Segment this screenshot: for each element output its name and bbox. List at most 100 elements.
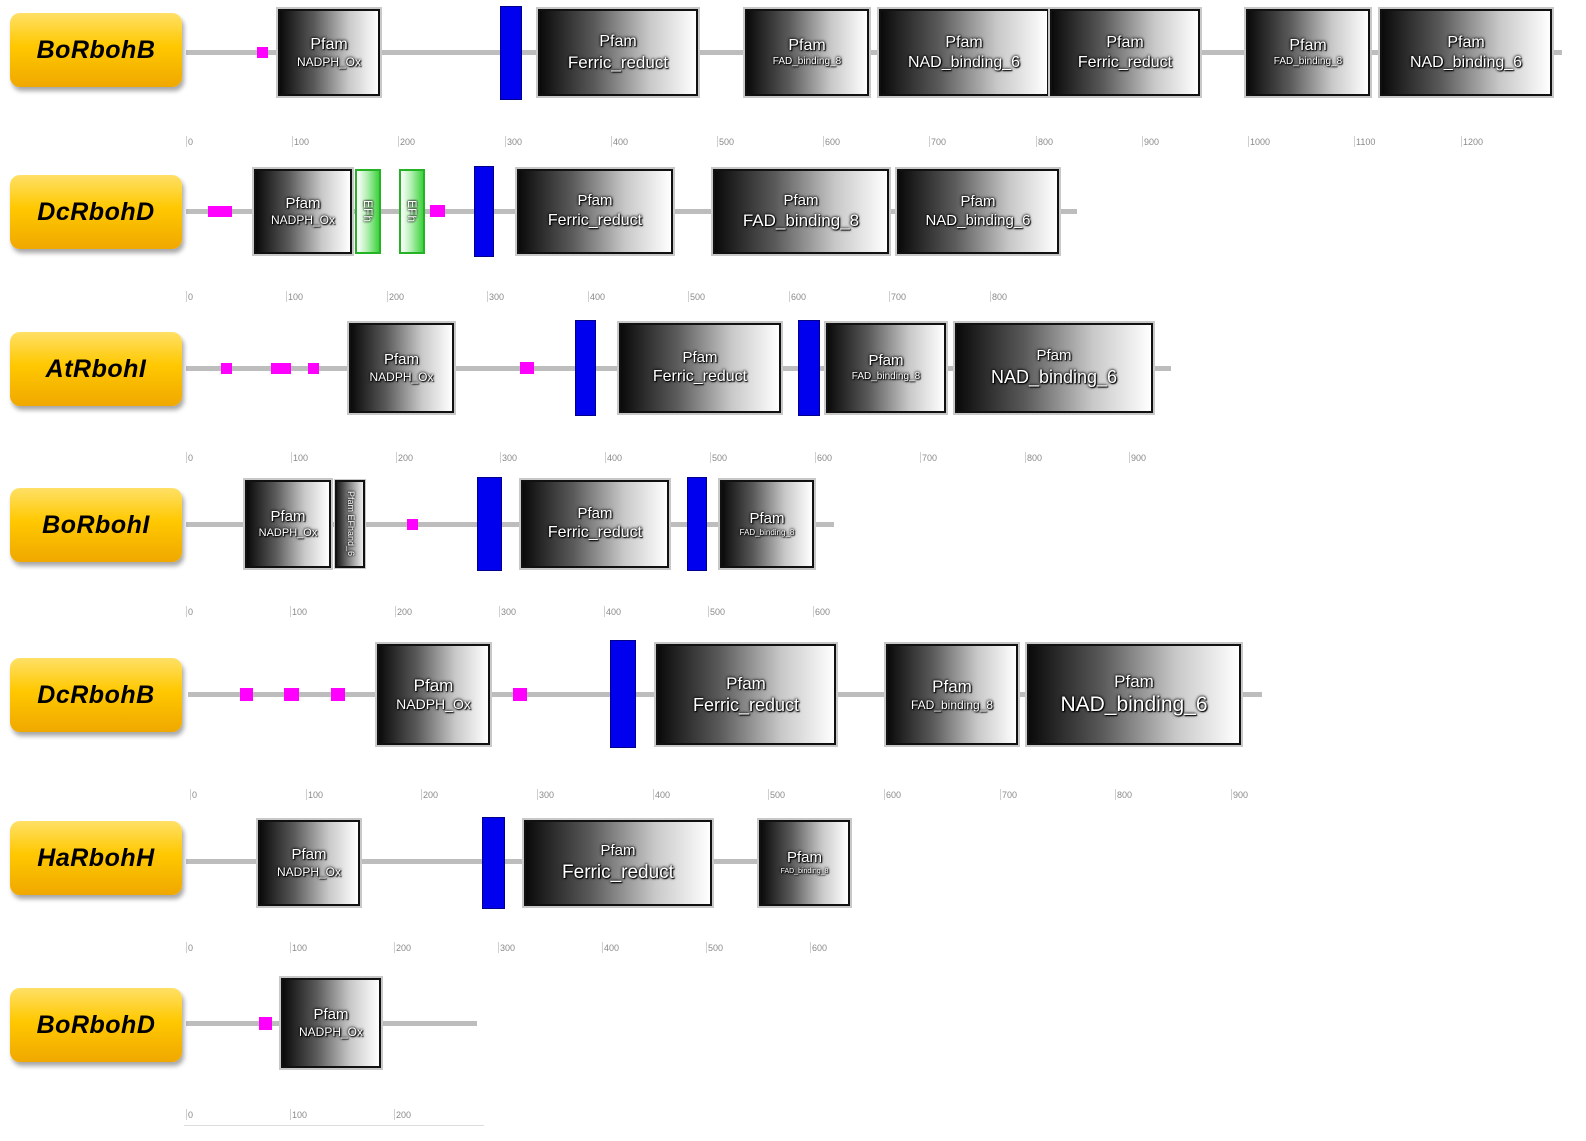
ruler-tick: 400 — [604, 606, 622, 617]
domain-name: NADPH_Ox — [298, 1024, 363, 1039]
domain-name: FAD_binding_8 — [742, 211, 860, 231]
ruler-tick: 200 — [394, 942, 412, 953]
domain-name: EFhand_6 — [345, 514, 356, 557]
domain-name: FAD_binding_8 — [910, 697, 994, 712]
ruler-tick: 0 — [186, 942, 194, 953]
domain-box: Pfam NADPH_Ox — [252, 167, 354, 256]
domain-box: Pfam EFhand_6 — [334, 479, 366, 569]
domain-name: EFh — [405, 200, 419, 223]
domain-source: Pfam — [1106, 33, 1144, 51]
domain-box: Pfam NAD_binding_6 — [1378, 7, 1554, 98]
ruler-tick: 700 — [929, 136, 947, 147]
protein-label: BoRbohD — [10, 988, 182, 1062]
transmembrane-segment — [575, 320, 596, 416]
motif-marker — [219, 206, 232, 217]
domain-name: NAD_binding_6 — [990, 367, 1118, 388]
domain-source: Pfam — [291, 846, 327, 864]
domain-name: NADPH_Ox — [369, 369, 434, 384]
transmembrane-segment — [482, 817, 505, 909]
ruler-tick: 500 — [717, 136, 735, 147]
domain-source: Pfam — [577, 192, 613, 210]
domain-box: Pfam NAD_binding_6 — [953, 321, 1155, 415]
ruler-tick: 300 — [498, 942, 516, 953]
ruler-tick: 200 — [395, 606, 413, 617]
protein-backbone — [186, 522, 834, 527]
domain-name: FAD_binding_8 — [851, 371, 921, 383]
domain-box: Pfam FAD_binding_8 — [743, 7, 871, 98]
ruler-tick: 400 — [605, 452, 623, 463]
ruler-tick: 100 — [290, 942, 308, 953]
domain-source: Pfam — [270, 507, 306, 525]
motif-marker — [240, 688, 253, 701]
domain-source: Pfam — [310, 36, 348, 53]
domain-source: Pfam — [599, 32, 637, 50]
domain-source: Pfam — [749, 509, 785, 527]
domain-name: Ferric_reduct — [1077, 53, 1173, 71]
motif-marker — [308, 363, 319, 374]
domain-name: NADPH_Ox — [270, 213, 335, 228]
ruler-tick: 400 — [653, 789, 671, 800]
protein-name: BoRbohB — [36, 35, 156, 64]
ruler-tick: 100 — [290, 1109, 308, 1120]
domain-box: Pfam NAD_binding_6 — [895, 167, 1061, 256]
domain-name: NAD_binding_6 — [925, 211, 1031, 229]
ruler-tick: 300 — [505, 136, 523, 147]
ruler-tick: 600 — [789, 291, 807, 302]
ruler-tick: 200 — [398, 136, 416, 147]
ruler-tick: 800 — [990, 291, 1008, 302]
protein-name: BoRbohD — [36, 1010, 156, 1039]
domain-source: Pfam — [868, 352, 904, 370]
domain-box: Pfam NADPH_Ox — [279, 976, 383, 1070]
domain-name: NADPH_Ox — [258, 526, 318, 539]
ruler-tick: 300 — [500, 452, 518, 463]
domain-box: Pfam Ferric_reduct — [1048, 7, 1202, 98]
transmembrane-segment — [610, 640, 636, 748]
motif-marker — [208, 206, 219, 217]
domain-source: Pfam — [932, 677, 972, 697]
domain-name: NADPH_Ox — [276, 864, 341, 879]
protein-name: HaRbohH — [37, 843, 155, 872]
ruler-tick: 0 — [186, 1109, 194, 1120]
domain-source: Pfam — [313, 1006, 349, 1024]
ruler-tick: 600 — [884, 789, 902, 800]
protein-label: DcRbohB — [10, 658, 182, 732]
ruler-tick: 100 — [292, 136, 310, 147]
protein-name: BoRbohI — [42, 510, 150, 539]
domain-source: Pfam — [960, 192, 996, 210]
ruler-tick: 100 — [290, 606, 308, 617]
domain-box: Pfam NADPH_Ox — [375, 642, 492, 747]
domain-source: Pfam — [945, 33, 983, 51]
protein-label: BoRbohI — [10, 488, 182, 562]
ruler-tick: 800 — [1115, 789, 1133, 800]
transmembrane-segment — [477, 477, 502, 571]
protein-label: HaRbohH — [10, 821, 182, 895]
transmembrane-segment — [500, 6, 522, 100]
domain-box: Pfam Ferric_reduct — [617, 321, 783, 415]
domain-name: NAD_binding_6 — [1060, 693, 1208, 716]
ruler-tick: 500 — [706, 942, 724, 953]
ruler-tick: 500 — [710, 452, 728, 463]
ruler-tick: 1200 — [1461, 136, 1484, 147]
domain-box: Pfam FAD_binding_8 — [757, 818, 852, 908]
ruler-tick: 0 — [190, 789, 198, 800]
ruler-tick: 400 — [611, 136, 629, 147]
ruler-tick: 800 — [1036, 136, 1054, 147]
ruler-tick: 400 — [602, 942, 620, 953]
domain-box: Pfam NADPH_Ox — [256, 818, 362, 908]
domain-source: Pfam — [1114, 671, 1154, 691]
ruler-tick: 700 — [889, 291, 907, 302]
domain-box: Pfam Ferric_reduct — [654, 642, 838, 747]
domain-source: Pfam — [600, 841, 636, 859]
domain-box: Pfam NADPH_Ox — [276, 7, 382, 98]
ruler-tick: 600 — [823, 136, 841, 147]
ruler-tick: 100 — [306, 789, 324, 800]
domain-source: Pfam — [413, 676, 454, 696]
domain-source: Pfam — [1289, 37, 1327, 55]
domain-name: Ferric_reduct — [652, 368, 748, 386]
ruler-tick: 700 — [1000, 789, 1018, 800]
transmembrane-segment — [798, 320, 820, 416]
ruler-tick: 0 — [186, 606, 194, 617]
domain-name: FAD_binding_8 — [1273, 56, 1343, 68]
ruler-tick: 600 — [810, 942, 828, 953]
